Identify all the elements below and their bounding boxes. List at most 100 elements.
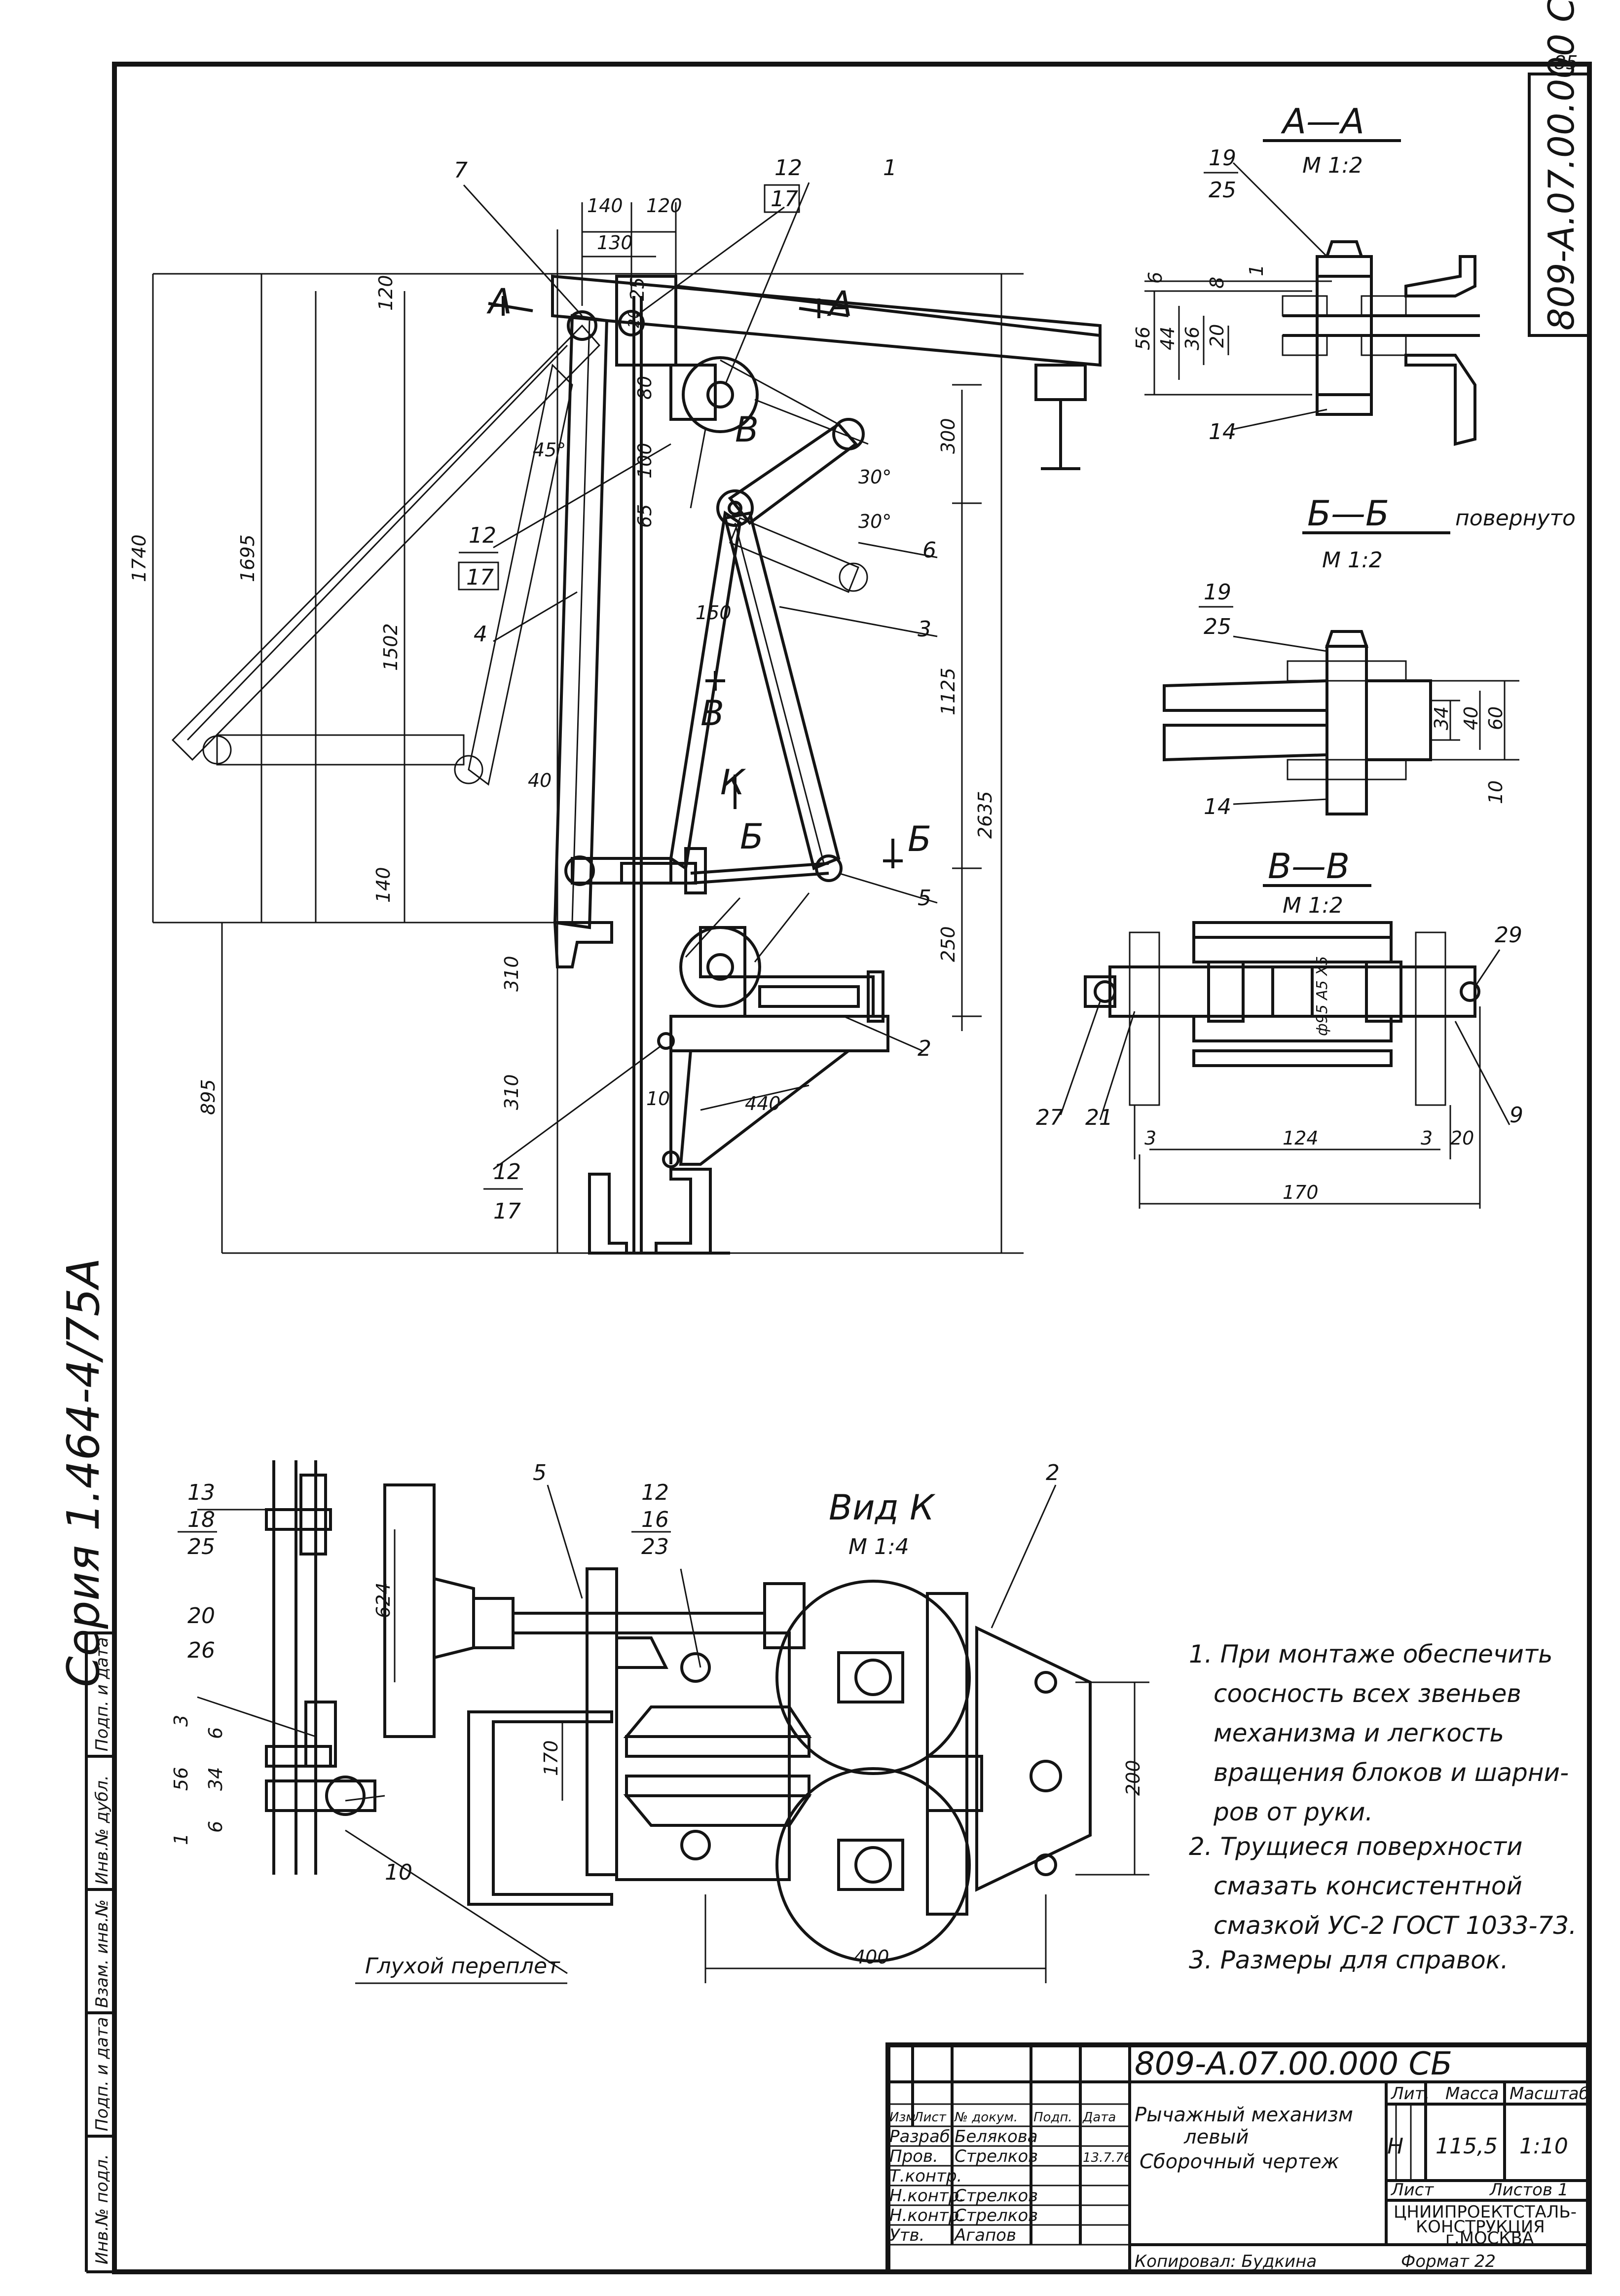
tb-sheets: Листов 1 [1489,2180,1568,2200]
vv-dim-20: 20 [1450,1127,1474,1149]
tb-scale: 1:10 [1519,2134,1568,2159]
tb-name-row-5: Стрелков [955,2206,1038,2225]
tb-role-2: Пров. [889,2147,938,2166]
section-bb-scale: М 1:2 [1322,548,1383,573]
view-k [197,1460,1149,1983]
dim-895: 895 [197,1079,219,1115]
view-k-scale: М 1:4 [848,1534,909,1559]
tb-name-row-4: Стрелков [955,2186,1038,2206]
strip-label-5: Подп. и дата [92,1637,112,1751]
code-box [1528,73,1590,337]
vk-label-26: 26 [187,1638,215,1663]
tb-date: 13.7.76 [1083,2150,1132,2165]
note-line-3: механизма и легкость [1214,1719,1504,1747]
section-vv-title: В—В [1268,846,1350,887]
main-label-7: 7 [454,158,468,183]
dim-300: 300 [937,418,959,454]
tb-code: 809-А.07.00.000 СБ [1135,2046,1452,2082]
main-label-1: 1 [883,155,897,181]
tb-format: Формат 22 [1401,2252,1496,2271]
vk-label-16: 16 [641,1507,669,1532]
vk-dim-3: 3 [170,1715,192,1727]
aa-label-25: 25 [1209,178,1236,203]
dim-130-top: 130 [597,232,633,254]
dim-120-top: 120 [646,195,682,217]
vk-label-13: 13 [187,1480,215,1505]
cut-v-top: В [735,409,759,450]
strip-label-4: Инв.№ дубл. [92,1775,112,1885]
aa-dim-44: 44 [1157,327,1178,350]
tb-lit: Н [1387,2134,1403,2159]
main-label-5: 5 [918,886,931,911]
vk-dim-624: 624 [372,1582,394,1618]
page-number: 85 [1554,52,1578,74]
main-label-2: 2 [918,1036,931,1061]
tb-name-row-2: Стрелков [955,2147,1038,2166]
bb-dim-34: 34 [1431,706,1452,730]
vertical-code: 809-А.07.00.000 СБ [1541,0,1582,331]
vv-label-29: 29 [1495,923,1522,948]
tb-lit-head: Лит. [1390,2084,1430,2104]
note-line-4: вращения блоков и шарни- [1214,1758,1569,1787]
dim-80: 80 [634,376,656,400]
series-label: Серия 1.464-4/75А [58,1258,110,1687]
dim-1125: 1125 [937,667,959,715]
vk-label-12: 12 [641,1480,669,1505]
dim-100: 100 [634,443,656,479]
main-label-12b: 12 [469,523,496,548]
vv-label-27: 27 [1036,1105,1064,1130]
tb-role-6: Утв. [889,2225,924,2245]
vk-dim-400: 400 [853,1946,889,1968]
main-label-17c: 17 [493,1199,521,1224]
vv-label-9: 9 [1510,1103,1523,1128]
tb-name-3: Сборочный чертеж [1140,2150,1339,2173]
dim-1502: 1502 [380,623,402,671]
cut-a-left: А [486,281,512,322]
aa-dim-6: 6 [1144,272,1166,284]
dim-120-left: 120 [375,275,397,311]
bb-label-19: 19 [1204,580,1231,605]
note-line-8: смазкой УС-2 ГОСТ 1033-73. [1214,1911,1577,1940]
section-bb-suffix: повернуто [1455,506,1576,531]
aa-dim-8: 8 [1206,277,1228,289]
dim-10: 10 [646,1088,670,1110]
note-line-2: соосность всех звеньев [1214,1679,1521,1708]
view-k-title: Вид К [829,1487,936,1528]
strip-label-1: Инв.№ подл. [92,2154,112,2264]
tb-head-list: Лист [913,2110,947,2125]
tb-scale-head: Масштаб [1510,2084,1589,2104]
aa-dim-1: 1 [1246,264,1267,276]
main-label-4: 4 [474,622,487,647]
tb-copied: Копировал: Будкина [1135,2252,1317,2271]
tb-head-doc: № докум. [954,2110,1018,2125]
cut-a-right: А [827,284,852,324]
vv-label-21: 21 [1085,1105,1113,1130]
vk-label-23: 23 [641,1534,669,1559]
vk-dim-6b: 6 [205,1821,226,1833]
section-aa-scale: М 1:2 [1302,153,1363,178]
tb-org-3: г.МОСКВА [1445,2228,1534,2248]
vk-label-18: 18 [187,1507,215,1532]
section-bb [1163,531,1519,815]
dim-2635: 2635 [974,791,996,839]
dim-150: 150 [696,602,732,624]
dim-1740: 1740 [128,534,150,582]
tb-name-row-1: Белякова [955,2127,1038,2147]
section-aa [1144,139,1480,446]
tb-head-izm: Изм [889,2110,916,2125]
angle-30a: 30° [858,466,891,488]
bb-label-25: 25 [1204,614,1231,639]
dim-310-b: 310 [501,1074,522,1110]
main-label-12a: 12 [774,155,802,181]
dim-1695: 1695 [237,534,258,582]
strip-label-3: Взам. инв.№ [92,1899,112,2008]
tb-name-row-6: Агапов [954,2225,1016,2245]
tb-role-4: Н.контр. [889,2186,964,2206]
tb-head-sign: Подп. [1033,2110,1072,2125]
vv-dim-170: 170 [1283,1182,1319,1203]
aa-dim-20: 20 [1206,324,1228,348]
vk-caption: Глухой переплет [365,1954,560,1979]
dim-40: 40 [528,770,552,791]
main-label-17a: 17 [771,186,798,212]
vk-dim-56: 56 [170,1767,192,1791]
